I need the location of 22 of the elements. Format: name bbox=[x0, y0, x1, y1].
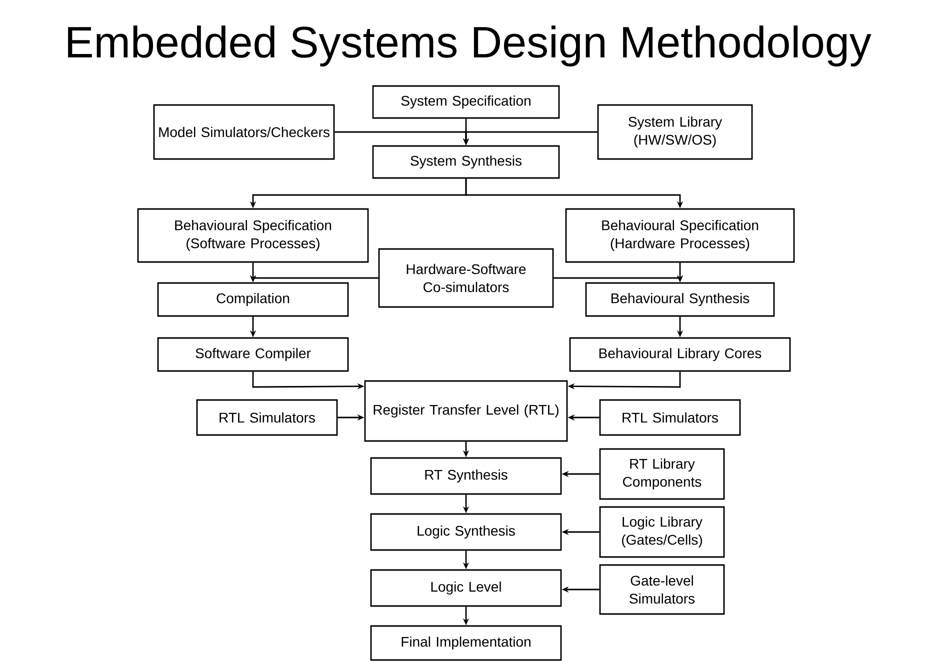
process-box: Behavioural Specification (Hardware Processes) bbox=[565, 208, 795, 263]
process-box: Gate-level Simulators bbox=[599, 564, 725, 615]
process-box: Model Simulators/Checkers bbox=[153, 104, 335, 160]
process-box: Compilation bbox=[157, 282, 349, 317]
process-box: Behavioural Specification (Software Processes) bbox=[137, 208, 369, 263]
process-box: Behavioural Library Cores bbox=[569, 337, 791, 372]
process-box: System Library (HW/SW/OS) bbox=[597, 104, 753, 160]
process-box: RT Synthesis bbox=[370, 457, 562, 495]
process-box: System Specification bbox=[372, 85, 560, 119]
process-box: Logic Library (Gates/Cells) bbox=[599, 506, 725, 558]
process-box: RTL Simulators bbox=[196, 399, 338, 436]
process-box: Logic Synthesis bbox=[370, 513, 562, 551]
title: Embedded Systems Design Methodology bbox=[68, 26, 872, 66]
process-box: Register Transfer Level (RTL) bbox=[364, 380, 568, 442]
process-box: System Synthesis bbox=[372, 145, 560, 179]
process-box: Software Compiler bbox=[157, 337, 349, 372]
process-box: RT Library Components bbox=[599, 448, 725, 500]
process-box: RTL Simulators bbox=[599, 399, 741, 436]
process-box: Behavioural Synthesis bbox=[585, 282, 775, 317]
process-box: Logic Level bbox=[370, 569, 562, 607]
process-box: Final Implementation bbox=[370, 625, 562, 661]
process-box: Hardware-Software Co-simulators bbox=[378, 248, 554, 308]
